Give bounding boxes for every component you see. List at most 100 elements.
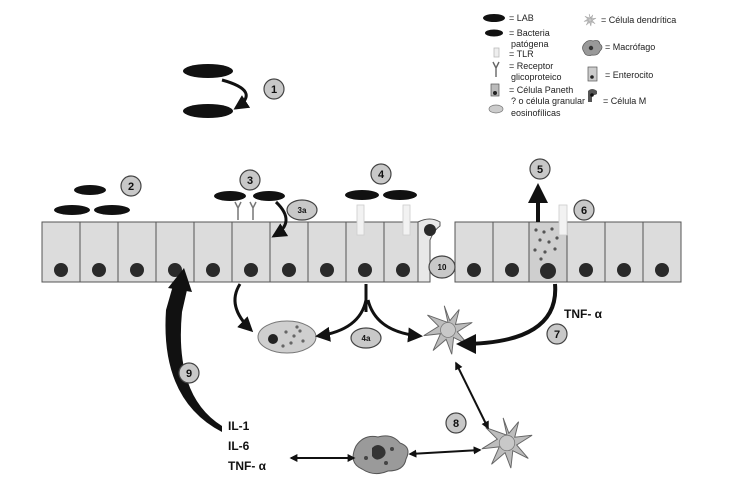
granule [538,238,542,242]
step-label: 3 [247,175,253,187]
macrophage-legend-icon [582,40,603,56]
dendritic-cell [423,305,473,355]
dendritic-legend-icon [583,13,597,27]
granule [292,334,296,338]
lab-bacterium [183,64,233,78]
enterocyte-legend-icon [587,66,598,82]
step-badge [239,169,261,191]
legend-bacteria-2: patógena [511,39,549,49]
granule [289,341,293,345]
step-3-group: 3 3a [214,169,318,238]
step-label: 1 [271,84,277,96]
tlr-legend-icon [493,47,500,58]
nucleus [505,263,519,277]
legend-receptor-2: glicoproteico [511,72,562,82]
step-9-arrow-head [168,268,192,292]
nucleus [168,263,182,277]
granule [539,257,543,261]
step-badge [445,412,467,434]
step-4-group: 4 [345,163,417,236]
arrow-macrophage-dendritic [408,446,482,458]
nucleus [54,263,68,277]
step-label: 8 [453,418,459,430]
legend-macrophage: = Macrófago [605,42,655,52]
eosinophil-cell [257,320,317,354]
enterocyte [454,221,494,283]
granule [543,250,547,254]
nucleus [206,263,220,277]
nucleus [655,263,669,277]
granule [533,248,537,252]
lab-bacterium [345,190,379,200]
macrophage-cell [352,435,409,475]
dendritic-cell [481,417,533,469]
granule [281,344,285,348]
tnf-alpha-label: TNF- α [228,459,267,473]
legend-paneth-2: ? o célula granular [511,96,585,106]
step-label: 6 [581,205,587,217]
granule [295,325,299,329]
granule [550,227,554,231]
legend-lab: = LAB [509,13,534,23]
tlr-receptor [356,204,365,236]
legend-paneth-3: eosinofílicas [511,108,561,118]
step-badge [120,175,142,197]
granule [298,329,302,333]
step-7-arrow [456,283,558,354]
legend-dendritic: = Célula dendrítica [601,15,676,25]
step-badge [286,199,318,221]
step-badge [428,255,456,279]
tnf-alpha-label: TNF- α [564,307,603,321]
step-9-arrow [165,282,222,432]
lab-bacterium [214,191,246,201]
step-badge [370,163,392,185]
step-badge [573,199,595,221]
nucleus [130,263,144,277]
lab-bacterium [74,185,106,195]
il-6-label: IL-6 [228,439,250,453]
epithelium [41,221,682,283]
eosinophil-legend-icon [488,104,504,114]
step-1-arrow [221,78,251,110]
step-label: 3a [298,206,307,215]
step-label: 10 [438,263,447,272]
granule [284,330,288,334]
tlr-receptor [558,204,568,236]
lab-bacterium [383,190,417,200]
enterocyte [604,221,644,283]
nucleus [617,263,631,277]
m-cell-legend-icon [588,89,597,102]
nucleus [358,263,372,277]
arrow-to-eosinophil-4a [315,299,368,342]
lab-bacterium [253,191,285,201]
nucleus [282,263,296,277]
step-badge [178,362,200,384]
step-label: 5 [537,164,543,176]
granule [534,228,538,232]
step-1-group: 1 [183,64,285,118]
step-label: 9 [186,368,192,380]
nucleus [320,263,334,277]
legend-bacteria-1: = Bacteria [509,28,550,38]
il-1-label: IL-1 [228,419,250,433]
arrow-to-dendritic-4a [366,299,423,343]
step-label: 4 [378,169,385,181]
step-3-arrow [271,200,289,238]
nucleus [244,263,258,277]
granule [555,236,559,240]
paneth-cell [528,221,568,283]
legend-m-cell: = Célula M [603,96,646,106]
step-label: 2 [128,181,134,193]
glycoprotein-receptor [234,201,242,220]
step-badge [529,158,551,180]
granule [542,230,546,234]
nucleus [92,263,106,277]
lab-legend-icon [483,14,505,22]
nucleus [579,263,593,277]
legend-paneth-1: = Célula Paneth [509,85,573,95]
step-badge [546,323,568,345]
legend: = LAB = Bacteria patógena = TLR = Recept… [483,13,676,118]
glycoprotein-receptor [249,201,257,220]
lab-bacterium [54,205,90,215]
